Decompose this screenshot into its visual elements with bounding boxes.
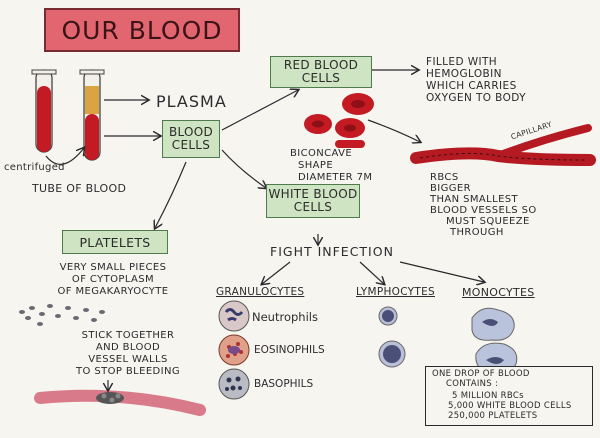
arrow-to-platelets — [155, 161, 187, 228]
platelets-box: PLATELETS — [62, 230, 168, 254]
platelet-desc-line-1: VERY SMALL PIECES — [59, 262, 167, 273]
arrow-to-rbc — [221, 90, 298, 131]
blood-cells-line-1: BLOOD — [168, 125, 214, 139]
red-blood-cells-box: RED BLOOD CELLS — [270, 56, 372, 88]
rbc-size-line-1: RBCs — [430, 172, 459, 183]
platelet-description: VERY SMALL PIECES OF CYTOPLASM OF MEGAKA… — [38, 262, 188, 298]
eosinophil-cell — [218, 334, 250, 366]
centrifuge-arrow — [45, 148, 84, 165]
vessel-with-clot — [34, 389, 206, 416]
page-title: OUR BLOOD — [61, 15, 223, 45]
rbc-size-line-6: THROUGH — [450, 227, 504, 238]
wbc-box-line-2: CELLS — [293, 200, 333, 214]
facts-item-platelets: 250,000 PLATELETS — [448, 411, 538, 421]
rbc-size-line-2: BIGGER — [430, 183, 471, 194]
rbc-size-line-5: MUST SQUEEZE — [446, 216, 530, 227]
biconcave-line-3: DIAMETER 7µ — [298, 172, 373, 183]
neutrophils-label: Neutrophils — [252, 310, 318, 324]
title-banner: OUR BLOOD — [44, 8, 240, 52]
rbc-size-line-3: THAN SMALLEST — [430, 194, 519, 205]
platelet-dots — [19, 304, 105, 326]
platelet-desc-line-3: OF MEGAKARYOCYTE — [57, 286, 169, 297]
biconcave-line-2: SHAPE — [298, 160, 334, 171]
drop-facts-box: ONE DROP OF BLOOD CONTAINS : 5 MILLION R… — [425, 366, 593, 426]
platelet-func-line-3: VESSEL WALLS — [88, 354, 168, 365]
facts-heading-1: ONE DROP OF BLOOD — [432, 369, 530, 379]
rbc-size-line-4: BLOOD VESSELS SO — [430, 205, 537, 216]
hemoglobin-line-3: WHICH CARRIES — [426, 80, 517, 92]
neutrophil-cell — [218, 300, 250, 332]
tube-whole-blood — [31, 69, 57, 153]
monocytes-label: MONOCYTES — [462, 286, 535, 299]
tube-centrifuged — [79, 69, 105, 161]
platelet-func-line-4: TO STOP BLEEDING — [75, 366, 181, 377]
capillary-drawing — [410, 124, 596, 166]
arrow-to-capillary — [367, 119, 420, 142]
eosinophils-label: EOSINOPHILS — [254, 344, 325, 356]
plasma-label: PLASMA — [156, 92, 227, 111]
rbc-size-text: RBCs BIGGER THAN SMALLEST BLOOD VESSELS … — [430, 172, 537, 238]
platelet-func-line-2: AND BLOOD — [95, 342, 161, 353]
arrow-to-wbc — [221, 149, 266, 188]
hemoglobin-text: FILLED WITH HEMOGLOBIN WHICH CARRIES OXY… — [426, 56, 526, 104]
arrow-to-monocytes — [399, 261, 484, 282]
hemoglobin-line-2: HEMOGLOBIN — [426, 68, 502, 80]
biconcave-line-1: BICONCAVE — [290, 148, 353, 159]
monocyte-cells — [471, 307, 518, 375]
platelets-box-label: PLATELETS — [79, 234, 151, 250]
centrifuged-label: centrifuged — [4, 162, 65, 173]
blood-cells-box: BLOOD CELLS — [162, 120, 220, 158]
white-blood-cells-box: WHITE BLOOD CELLS — [266, 184, 360, 218]
facts-item-rbc: 5 MILLION RBCs — [452, 391, 524, 401]
granulocytes-label: GRANULOCYTES — [216, 286, 305, 298]
hemoglobin-line-4: OXYGEN TO BODY — [426, 92, 526, 104]
tube-caption: TUBE OF BLOOD — [32, 182, 127, 195]
arrow-to-lymphocytes — [359, 261, 384, 284]
biconcave-text: BICONCAVE SHAPE DIAMETER 7µ — [290, 148, 372, 184]
facts-heading-2: CONTAINS : — [446, 379, 499, 389]
basophil-cell — [218, 368, 250, 400]
lymphocyte-cells — [378, 306, 406, 368]
platelet-function: STICK TOGETHER AND BLOOD VESSEL WALLS TO… — [58, 330, 198, 378]
platelet-func-line-1: STICK TOGETHER — [81, 330, 175, 341]
hemoglobin-line-1: FILLED WITH — [426, 56, 498, 68]
basophils-label: BASOPHILS — [254, 378, 314, 390]
blood-cells-line-2: CELLS — [171, 138, 211, 152]
fight-infection-label: FIGHT INFECTION — [270, 244, 394, 259]
rbc-box-line-2: CELLS — [301, 71, 341, 85]
lymphocytes-label: LYMPHOCYTES — [356, 286, 435, 298]
platelet-desc-line-2: OF CYTOPLASM — [71, 274, 155, 285]
wbc-box-line-1: WHITE BLOOD — [268, 187, 358, 201]
facts-item-wbc: 5,000 WHITE BLOOD CELLS — [448, 401, 572, 411]
rbc-box-line-1: RED BLOOD — [283, 58, 359, 72]
red-blood-cells — [304, 93, 374, 148]
arrow-to-granulocytes — [262, 261, 291, 284]
